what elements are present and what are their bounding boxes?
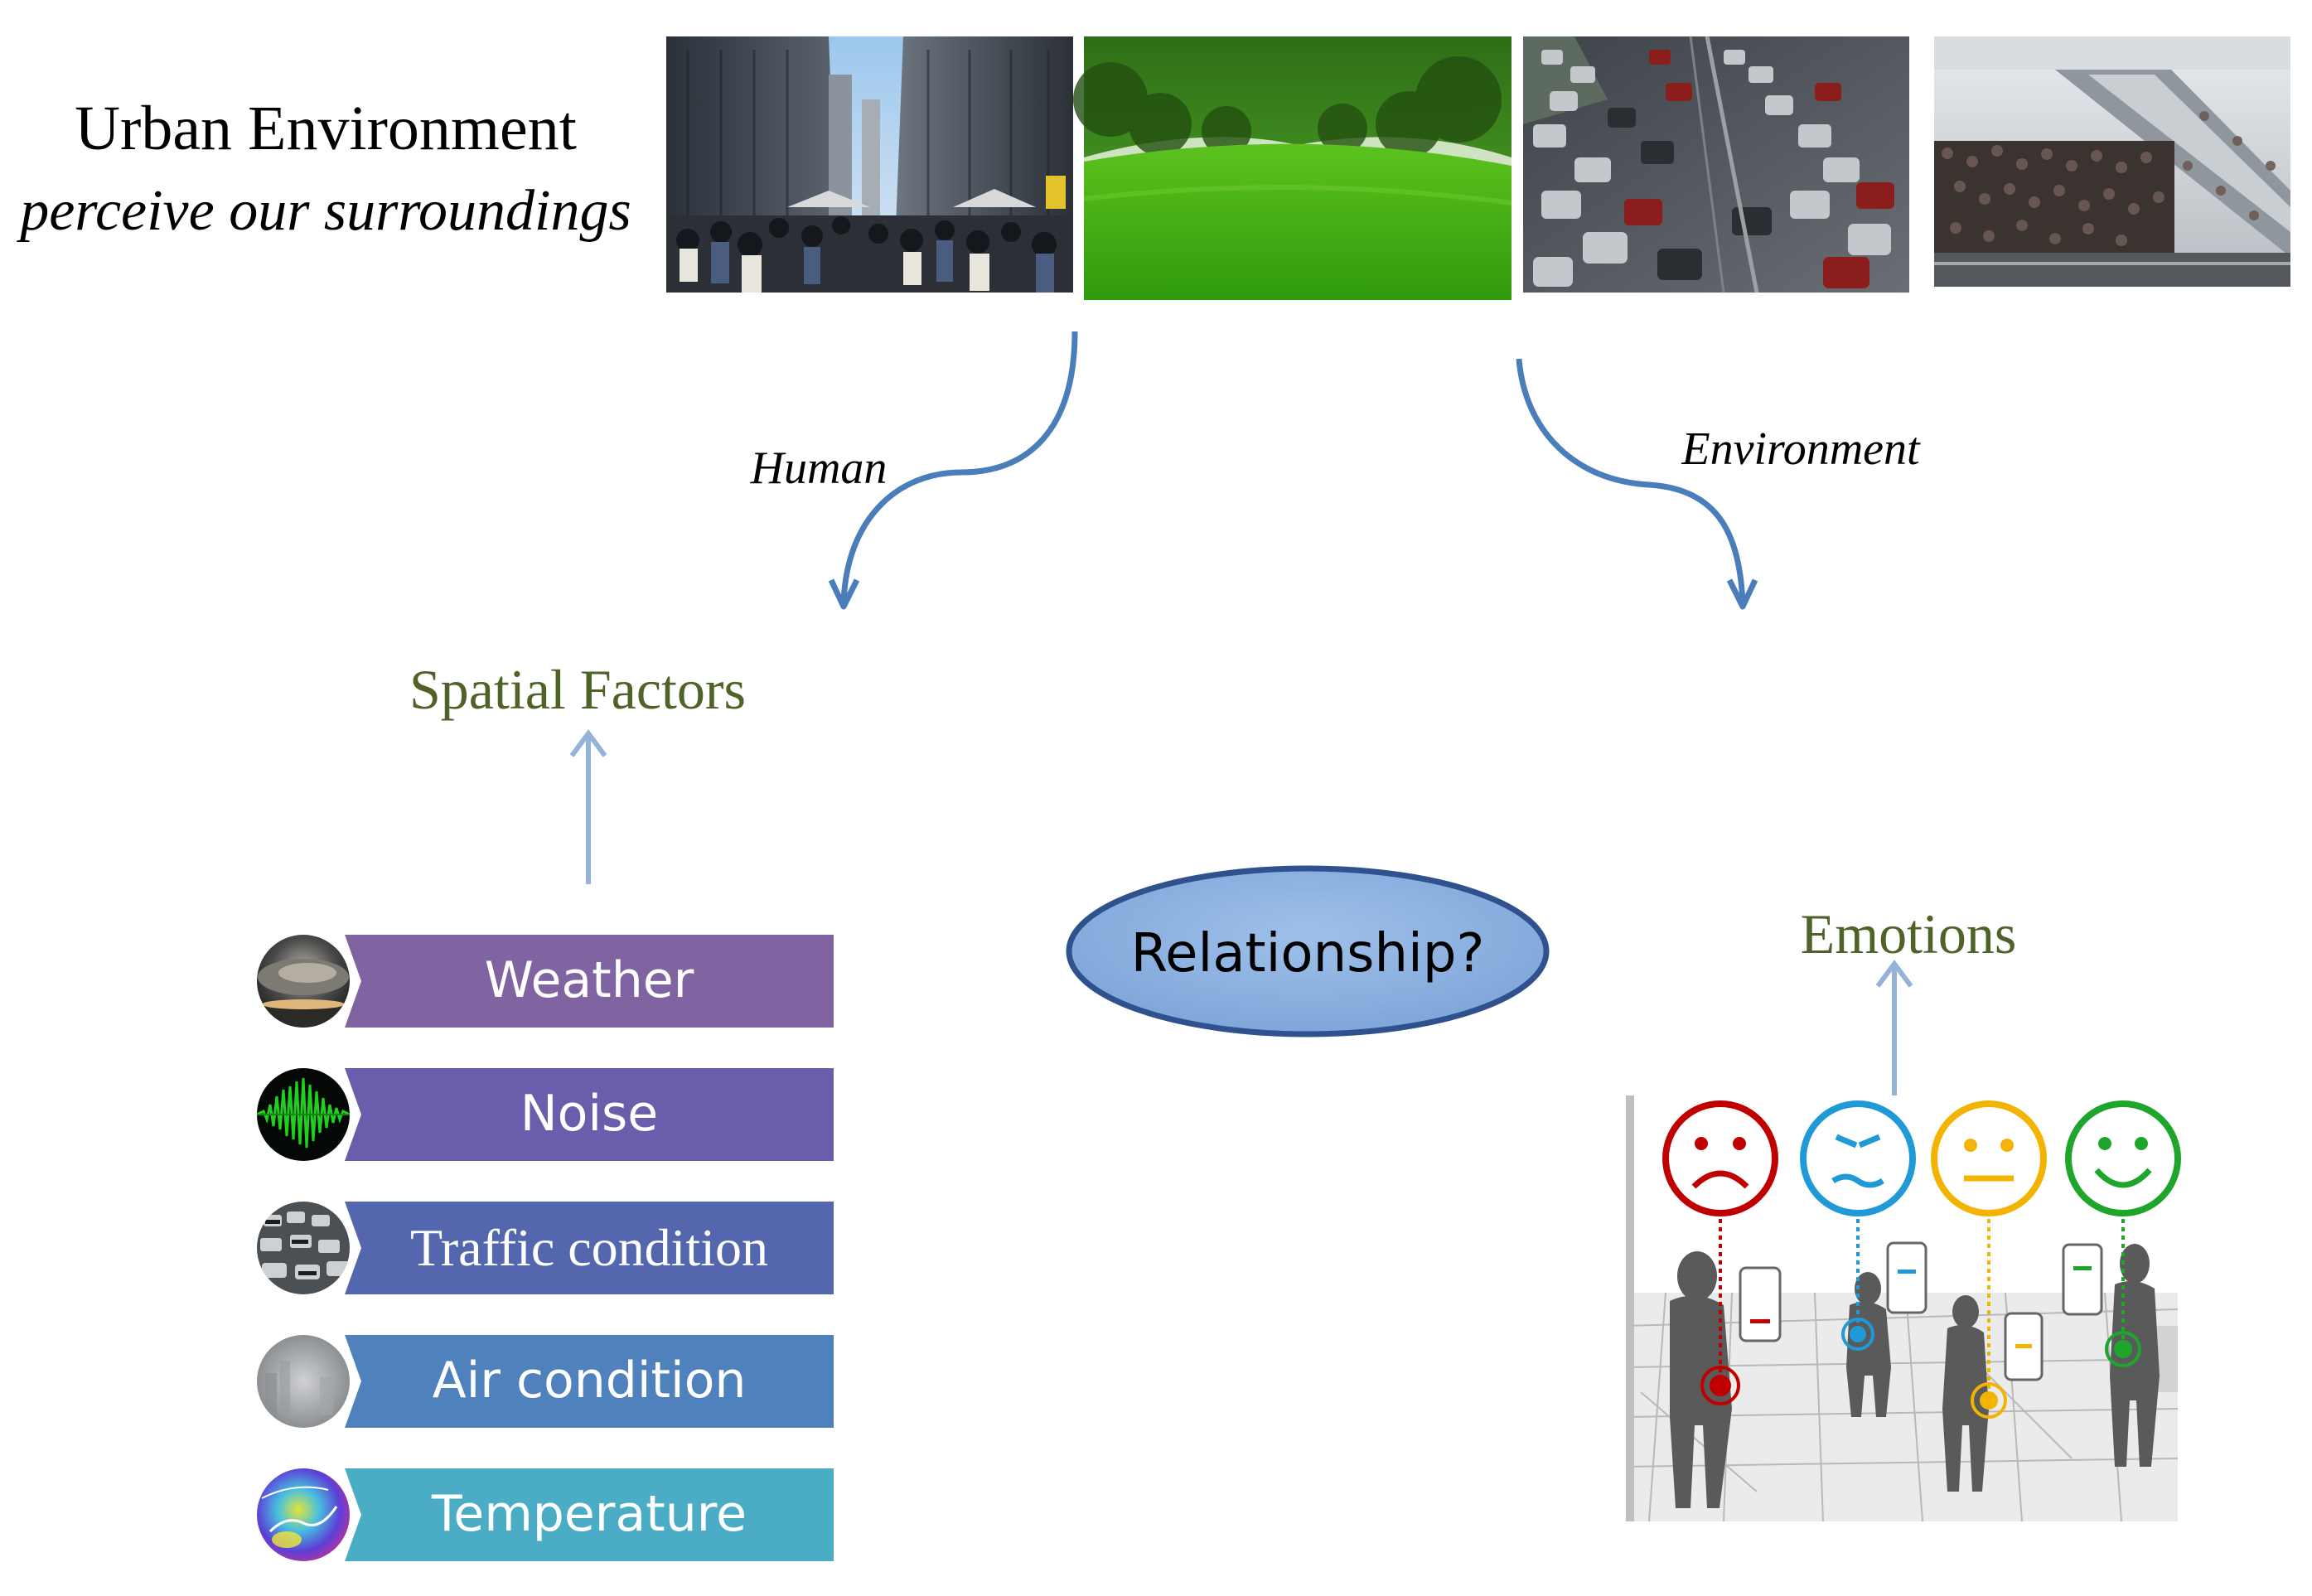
human-curved-arrow: [840, 331, 1078, 606]
emotions-arrowhead: [1875, 959, 1913, 988]
factor-bar: [345, 1068, 834, 1161]
environment-arrow-label: Environment: [1681, 423, 1921, 475]
factor-bar: [345, 1202, 834, 1294]
angry-face-icon: [1800, 1100, 1916, 1216]
crowded-street-photo: [666, 36, 1073, 293]
factor-item-air: Air condition: [252, 1330, 834, 1433]
sad-face-icon: [1662, 1100, 1778, 1216]
spatial-factors-arrowhead: [569, 728, 607, 757]
emotions-illustration: [1625, 1095, 2181, 1522]
crowded-station-photo: [1934, 36, 2290, 287]
fog-icon: [257, 1335, 350, 1428]
factor-item-noise: Noise: [252, 1063, 834, 1166]
factor-label: Temperature: [431, 1485, 747, 1543]
factor-bar: [345, 1335, 834, 1428]
neutral-face-icon: [1931, 1100, 2047, 1216]
factor-label: Air condition: [433, 1352, 747, 1410]
page-title: Urban Environment: [75, 94, 577, 163]
human-arrow-label: Human: [750, 443, 888, 494]
relationship-label: Relationship?: [1131, 923, 1485, 984]
factor-item-temperature: Temperature: [252, 1463, 834, 1566]
factor-bar: [345, 935, 834, 1028]
factor-label: Weather: [485, 951, 694, 1009]
traffic-jam-photo: [1523, 36, 1909, 293]
sound-wave-icon: [257, 1068, 350, 1161]
factor-list: Weather Noise: [252, 930, 834, 1566]
factor-label: Noise: [520, 1085, 658, 1143]
temperature-map-icon: [257, 1468, 350, 1561]
factor-item-traffic: Traffic condition: [252, 1197, 834, 1299]
emotions-heading: Emotions: [1801, 902, 2017, 965]
spatial-factors-heading: Spatial Factors: [409, 658, 746, 721]
human-arrowhead: [828, 578, 860, 610]
green-park-photo: [1073, 36, 1512, 300]
factor-label: Traffic condition: [410, 1218, 768, 1277]
happy-face-icon: [2065, 1100, 2181, 1216]
page-subtitle: perceive our surroundings: [16, 179, 631, 243]
traffic-icon: [257, 1202, 350, 1294]
factor-item-weather: Weather: [252, 930, 834, 1033]
factor-bar: [345, 1468, 834, 1561]
environment-curved-arrow: [1516, 358, 1746, 606]
relationship-node: Relationship?: [1066, 865, 1550, 1037]
environment-arrowhead: [1726, 578, 1758, 610]
